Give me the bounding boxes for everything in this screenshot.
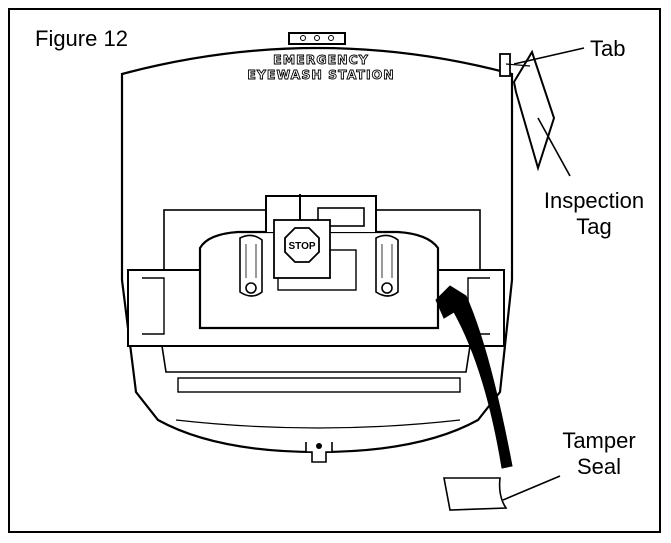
inspection-tag xyxy=(499,49,556,172)
stop-sign-icon xyxy=(284,227,320,263)
station-label-line1: EMERGENCY xyxy=(273,52,369,67)
curved-arrow-icon xyxy=(435,285,513,469)
eyewash-lid xyxy=(198,195,440,330)
leader-lines xyxy=(502,47,585,501)
figure-title: Figure 12 xyxy=(35,26,128,51)
inspection-tag-label-line2: Tag xyxy=(576,214,611,239)
left-nozzle xyxy=(239,234,263,297)
inspection-tag-label-line1: Inspection xyxy=(544,188,644,213)
tab-label: Tab xyxy=(590,36,625,61)
right-nozzle xyxy=(375,234,399,297)
tamper-seal xyxy=(443,477,508,511)
hanger-tab xyxy=(288,32,346,45)
stop-tag-text: STOP xyxy=(288,241,315,252)
tamper-seal-label-line1: Tamper xyxy=(562,428,635,453)
stop-tag xyxy=(273,194,331,279)
station-label-line2: EYEWASH STATION xyxy=(247,67,394,82)
tamper-seal-label-line2: Seal xyxy=(577,454,621,479)
tab xyxy=(499,53,511,77)
